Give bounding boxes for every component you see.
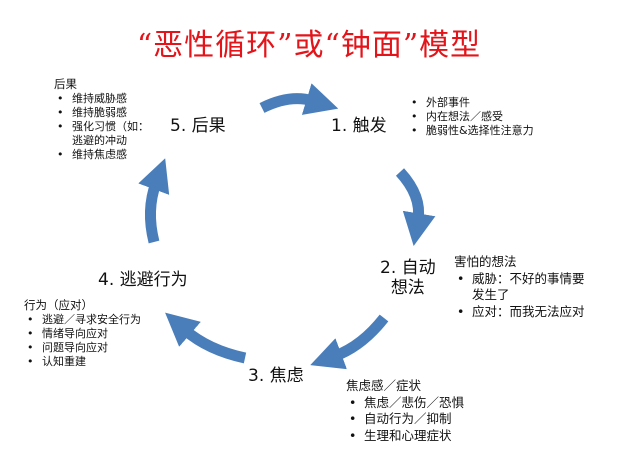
node-automatic-thought-line2: 想法 (390, 277, 425, 298)
note-anxiety-item: 焦虑／悲伤／恐惧 (346, 395, 464, 412)
node-automatic-thought: 2. 自动 想法 (380, 258, 436, 298)
note-consequence-item-continued: 逃避的冲动 (72, 133, 127, 147)
note-anxiety: 焦虑感／症状 焦虑／悲伤／恐惧 自动行为／抑制 生理和心理症状 (346, 378, 464, 444)
note-avoidance: 行为（应对） 逃避／寻求安全行为 情绪导向应对 问题导向应对 认知重建 (24, 298, 141, 369)
note-consequence-item: 维持焦虑感 (54, 148, 149, 162)
note-trigger: 外部事件 内在想法／感受 脆弱性&选择性注意力 (408, 96, 534, 138)
note-consequence-header: 后果 (54, 77, 77, 91)
note-consequence-item: 维持威胁感 (54, 92, 149, 106)
note-avoidance-item: 情绪导向应对 (24, 327, 141, 341)
note-avoidance-item: 认知重建 (24, 355, 141, 369)
note-anxiety-item: 生理和心理症状 (346, 428, 464, 445)
node-consequence: 5. 后果 (170, 116, 226, 136)
note-anxiety-item: 自动行为／抑制 (346, 411, 464, 428)
note-consequence-item: 维持脆弱感 (54, 106, 149, 120)
note-consequence: 后果 维持威胁感 维持脆弱感 强化习惯（如：逃避的冲动 维持焦虑感 (54, 77, 149, 162)
note-avoidance-item: 逃避／寻求安全行为 (24, 313, 141, 327)
note-trigger-item: 脆弱性&选择性注意力 (408, 124, 534, 138)
node-anxiety: 3. 焦虑 (248, 366, 304, 386)
note-consequence-item: 强化习惯（如：逃避的冲动 (54, 120, 149, 148)
note-avoidance-item: 问题导向应对 (24, 341, 141, 355)
note-fearful-thought-header: 害怕的想法 (454, 254, 517, 269)
node-trigger: 1. 触发 (331, 116, 387, 136)
node-avoidance: 4. 逃避行为 (98, 270, 188, 290)
note-anxiety-header: 焦虑感／症状 (346, 378, 422, 393)
arrow-trigger-to-thought (395, 168, 436, 247)
arrow-avoidance-to-consequence (138, 158, 170, 244)
arrow-consequence-to-trigger (259, 83, 339, 115)
note-fearful-thought-item: 应对：而我无法应对 (454, 304, 585, 321)
diagram-title: “恶性循环”或“钟面”模型 (136, 28, 482, 63)
note-avoidance-header: 行为（应对） (24, 298, 93, 312)
arrow-thought-to-anxiety (310, 314, 389, 370)
note-trigger-item: 内在想法／感受 (408, 110, 534, 124)
arrow-anxiety-to-avoidance (165, 312, 247, 364)
note-trigger-item: 外部事件 (408, 96, 534, 110)
node-automatic-thought-line1: 2. 自动 (380, 258, 436, 278)
note-fearful-thought-item-continued: 发生了 (472, 287, 510, 302)
